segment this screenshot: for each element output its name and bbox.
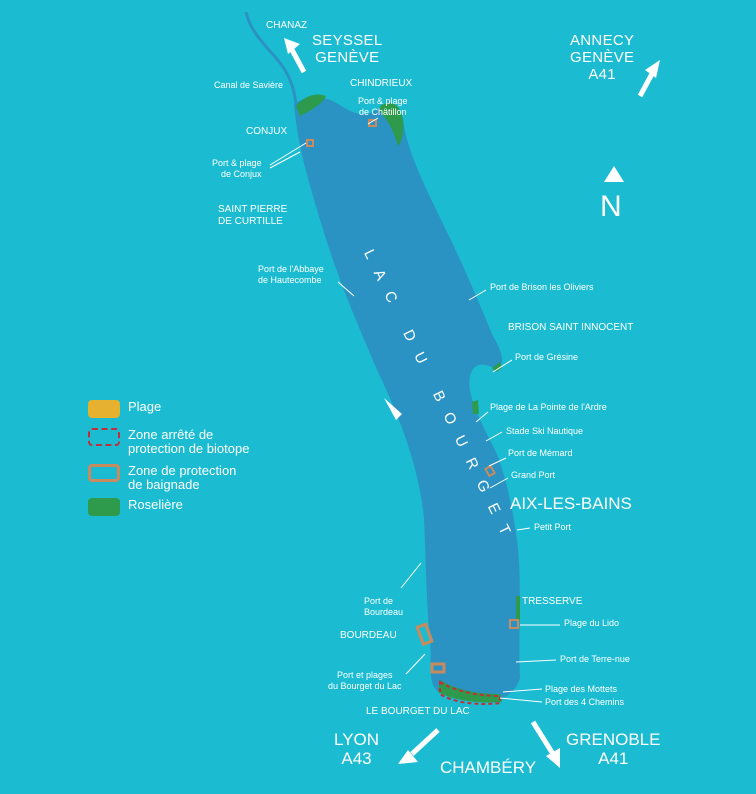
place-port-conjux: Port & plage de Conjux [212,158,262,179]
place-memard: Port de Mémard [508,448,573,458]
roseliere-bourget [438,680,502,703]
town-chanaz: CHANAZ [266,20,308,31]
direction-seyssel: SEYSSEL GENÈVE [312,32,383,66]
place-canal: Canal de Savière [214,80,284,90]
baignade-swatch-icon [88,464,120,482]
town-brison: BRISON SAINT INNOCENT [508,322,634,333]
town-chindrieux: CHINDRIEUX [350,78,413,89]
legend-item-plage: Plage [88,400,161,418]
lake-body [294,97,520,702]
boat-icon [384,398,402,420]
baignade-lido [509,619,519,629]
direction-grenoble: GRENOBLE A41 [566,730,661,768]
roseliere-tresserve [516,596,520,620]
biotope-bourget [439,680,501,705]
plage-swatch-icon [88,400,120,418]
place-chatillon: Port & plage de Châtillon [358,96,408,117]
baignade-grand-port [484,464,496,478]
canal-de-saviere [244,11,298,105]
baignade-bourdeau [415,622,434,647]
town-conjux: CONJUX [246,126,288,137]
direction-annecy: ANNECY GENÈVE A41 [570,32,635,83]
direction-chambery: CHAMBÉRY [440,758,537,777]
place-grand-port: Grand Port [511,470,556,480]
legend-item-biotope: Zone arrêté de protection de biotope [88,428,249,456]
town-aix-les-bains: AIX-LES-BAINS [510,494,632,513]
place-port-bourdeau: Port de Bourdeau [364,596,404,617]
roseliere-ardre [472,400,479,414]
place-bourget-lac: Port et plages du Bourget du Lac [328,670,402,691]
town-le-bourget: LE BOURGET DU LAC [366,706,470,717]
place-petit-port: Petit Port [534,522,572,532]
roseliere-swatch-icon [88,498,120,516]
place-lido: Plage du Lido [564,618,620,628]
legend-item-roseliere: Roselière [88,498,183,516]
place-gresine: Port de Grésine [515,352,579,362]
place-quatre-chemins: Port des 4 Chemins [545,697,625,707]
roseliere-gresine [492,362,502,372]
place-abbaye: Port de l'Abbaye de Hautecombe [258,264,324,285]
town-saint-pierre: SAINT PIERRE DE CURTILLE [218,204,288,227]
direction-lyon: LYON A43 [334,730,380,768]
place-terre-nue: Port de Terre-nue [560,654,630,664]
label-leader-lines [269,117,560,703]
legend-item-baignade: Zone de protection de baignade [88,464,236,492]
town-tresserve: TRESSERVE [522,596,583,607]
direction-arrows [284,38,660,768]
north-label: N [600,190,622,223]
place-brison-oliviers: Port de Brison les Oliviers [490,282,594,292]
town-bourdeau: BOURDEAU [340,630,397,641]
place-mottets: Plage des Mottets [545,684,618,694]
place-stade-ski: Stade Ski Nautique [506,426,584,436]
roseliere-chatillon [380,102,404,146]
baignade-conjux [306,139,314,147]
north-arrow-icon [604,166,624,182]
baignade-bourget [430,662,446,674]
biotope-swatch-icon [88,428,120,446]
place-pointe-ardre: Plage de La Pointe de l'Ardre [490,402,607,412]
roseliere-chanaz [296,94,326,116]
